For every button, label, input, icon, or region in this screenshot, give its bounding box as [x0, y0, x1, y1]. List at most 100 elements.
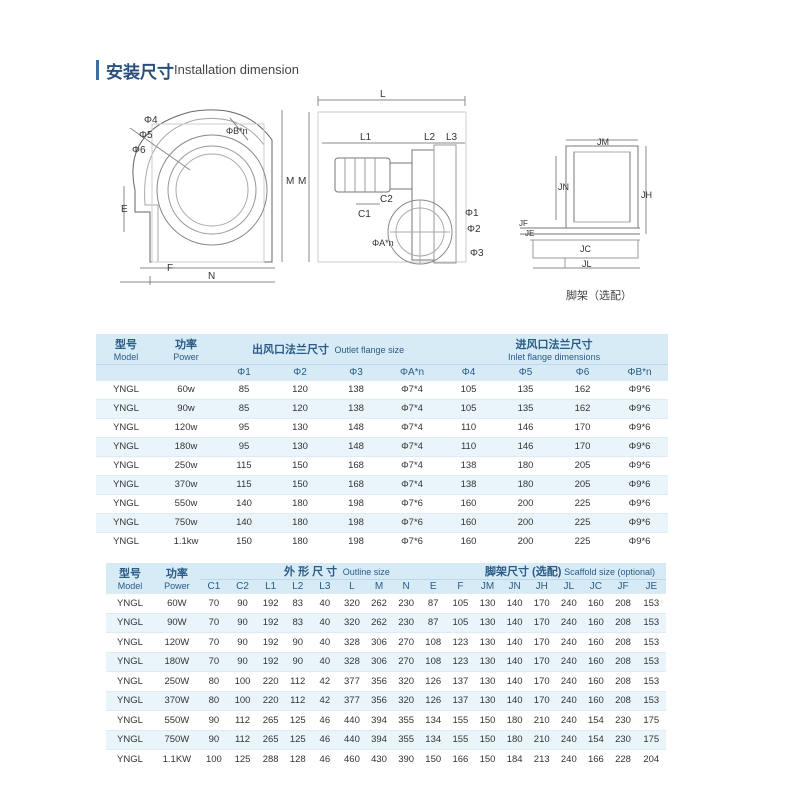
table-cell: 192 — [257, 593, 285, 613]
table-cell: 160 — [582, 632, 610, 652]
table-cell: 208 — [609, 612, 637, 633]
table-cell: 180 — [272, 512, 328, 532]
table-cell: 377 — [338, 690, 366, 711]
table-cell: 265 — [257, 729, 285, 750]
table-cell: 170 — [528, 690, 556, 711]
table-cell: 148 — [328, 436, 384, 456]
table-cell: 130 — [474, 671, 502, 691]
table2-col-header: JF — [609, 579, 637, 594]
title-chinese: 安装尺寸 — [106, 63, 174, 82]
table-cell: 60w — [156, 379, 216, 399]
side-label-phia: ΦA*n — [372, 238, 394, 248]
side-label-m: M — [298, 176, 306, 187]
table-cell: 440 — [338, 729, 366, 750]
table-cell: 70 — [199, 632, 228, 652]
table-cell: 166 — [446, 749, 474, 769]
table-cell: 70 — [199, 612, 228, 633]
table-cell: 110 — [440, 417, 498, 437]
table-cell: 192 — [257, 632, 285, 652]
table-cell: 356 — [365, 690, 393, 711]
table-cell: 328 — [338, 632, 366, 652]
outlet-header-en: Outlet flange size — [334, 344, 405, 355]
model-header-en: Model — [113, 351, 139, 362]
table-cell: 160 — [582, 651, 610, 672]
section-title: 安装尺寸 Installation dimension — [96, 58, 796, 84]
table-cell: 110 — [440, 436, 498, 456]
table2-col-header: C1 — [199, 579, 228, 594]
table-cell: 200 — [497, 493, 555, 513]
table-cell: 460 — [338, 749, 366, 769]
table-cell: Φ9*6 — [611, 493, 669, 513]
table-cell: 228 — [609, 749, 637, 769]
table-cell: YNGL — [96, 493, 156, 513]
table-cell: 83 — [284, 593, 312, 613]
scaffold-header-cn: 脚架尺寸 (选配) — [484, 566, 562, 578]
table-cell: 148 — [328, 417, 384, 437]
table1-model-header: 型号 Model — [96, 334, 156, 364]
table-cell: 160 — [440, 512, 498, 532]
table-cell: 208 — [609, 651, 637, 672]
side-view-drawing: L L1 L2 L3 M C1 C2 Φ1 Φ2 Φ3 ΦA*n — [298, 89, 484, 265]
table-cell: 95 — [216, 436, 272, 456]
table-cell: 105 — [446, 593, 474, 613]
stand-label-jm: JM — [597, 137, 609, 147]
table-cell: YNGL — [96, 531, 156, 551]
table-cell: 40 — [311, 651, 339, 672]
table-cell: 192 — [257, 651, 285, 672]
front-label-n: N — [208, 271, 215, 282]
table-cell: Φ7*6 — [384, 531, 441, 551]
table2-col-header: JM — [474, 579, 502, 594]
table-cell: 430 — [365, 749, 393, 769]
table-cell: Φ9*6 — [611, 455, 669, 475]
inlet-flange-header: 进风口法兰尺寸 Inlet flange dimensions — [440, 334, 668, 364]
table-cell: 155 — [446, 710, 474, 730]
stand-drawing: JM JN JH JF JE JC JL — [519, 137, 652, 269]
table2-col-header: L1 — [257, 579, 285, 594]
table-cell: 60W — [153, 593, 200, 613]
table-cell: Φ7*6 — [384, 512, 441, 532]
table-cell: 115 — [216, 474, 272, 494]
table-cell: 370w — [156, 474, 216, 494]
table-cell: 162 — [554, 379, 612, 399]
table-cell: 184 — [501, 749, 529, 769]
table-cell: 170 — [528, 593, 556, 613]
table-cell: Φ7*4 — [384, 474, 441, 494]
table-cell: Φ9*6 — [611, 512, 669, 532]
table1-col-header: Φ3 — [328, 363, 384, 380]
table-cell: 208 — [609, 690, 637, 711]
table-cell: 112 — [227, 710, 258, 730]
table-cell: 240 — [555, 651, 583, 672]
table-cell: 1.1kw — [156, 531, 216, 551]
outline-header-cn: 外 形 尺 寸 — [284, 566, 338, 578]
table-cell: 220 — [257, 671, 285, 691]
table-cell: 153 — [636, 671, 666, 691]
table-cell: Φ7*6 — [384, 493, 441, 513]
table-cell: Φ7*4 — [384, 379, 441, 399]
table-cell: 125 — [284, 710, 312, 730]
table1-col-header: Φ1 — [216, 363, 272, 380]
table-cell: 170 — [554, 436, 612, 456]
front-label-f: F — [167, 263, 173, 274]
stand-label-jh: JH — [641, 190, 652, 200]
table1-col-header: Φ2 — [272, 363, 328, 380]
table-cell: 87 — [419, 612, 447, 633]
table-cell: 320 — [392, 671, 420, 691]
side-label-c1: C1 — [358, 209, 371, 220]
table2-col-header: JN — [501, 579, 529, 594]
front-label-e: E — [121, 204, 128, 215]
table-cell: Φ9*6 — [611, 436, 669, 456]
table-cell: 134 — [419, 729, 447, 750]
table-cell: 138 — [440, 455, 498, 475]
outlet-flange-header: 出风口法兰尺寸 Outlet flange size — [216, 334, 440, 364]
table-cell: 83 — [284, 612, 312, 633]
table-cell: 370W — [153, 690, 200, 711]
table-cell: 135 — [497, 398, 555, 418]
